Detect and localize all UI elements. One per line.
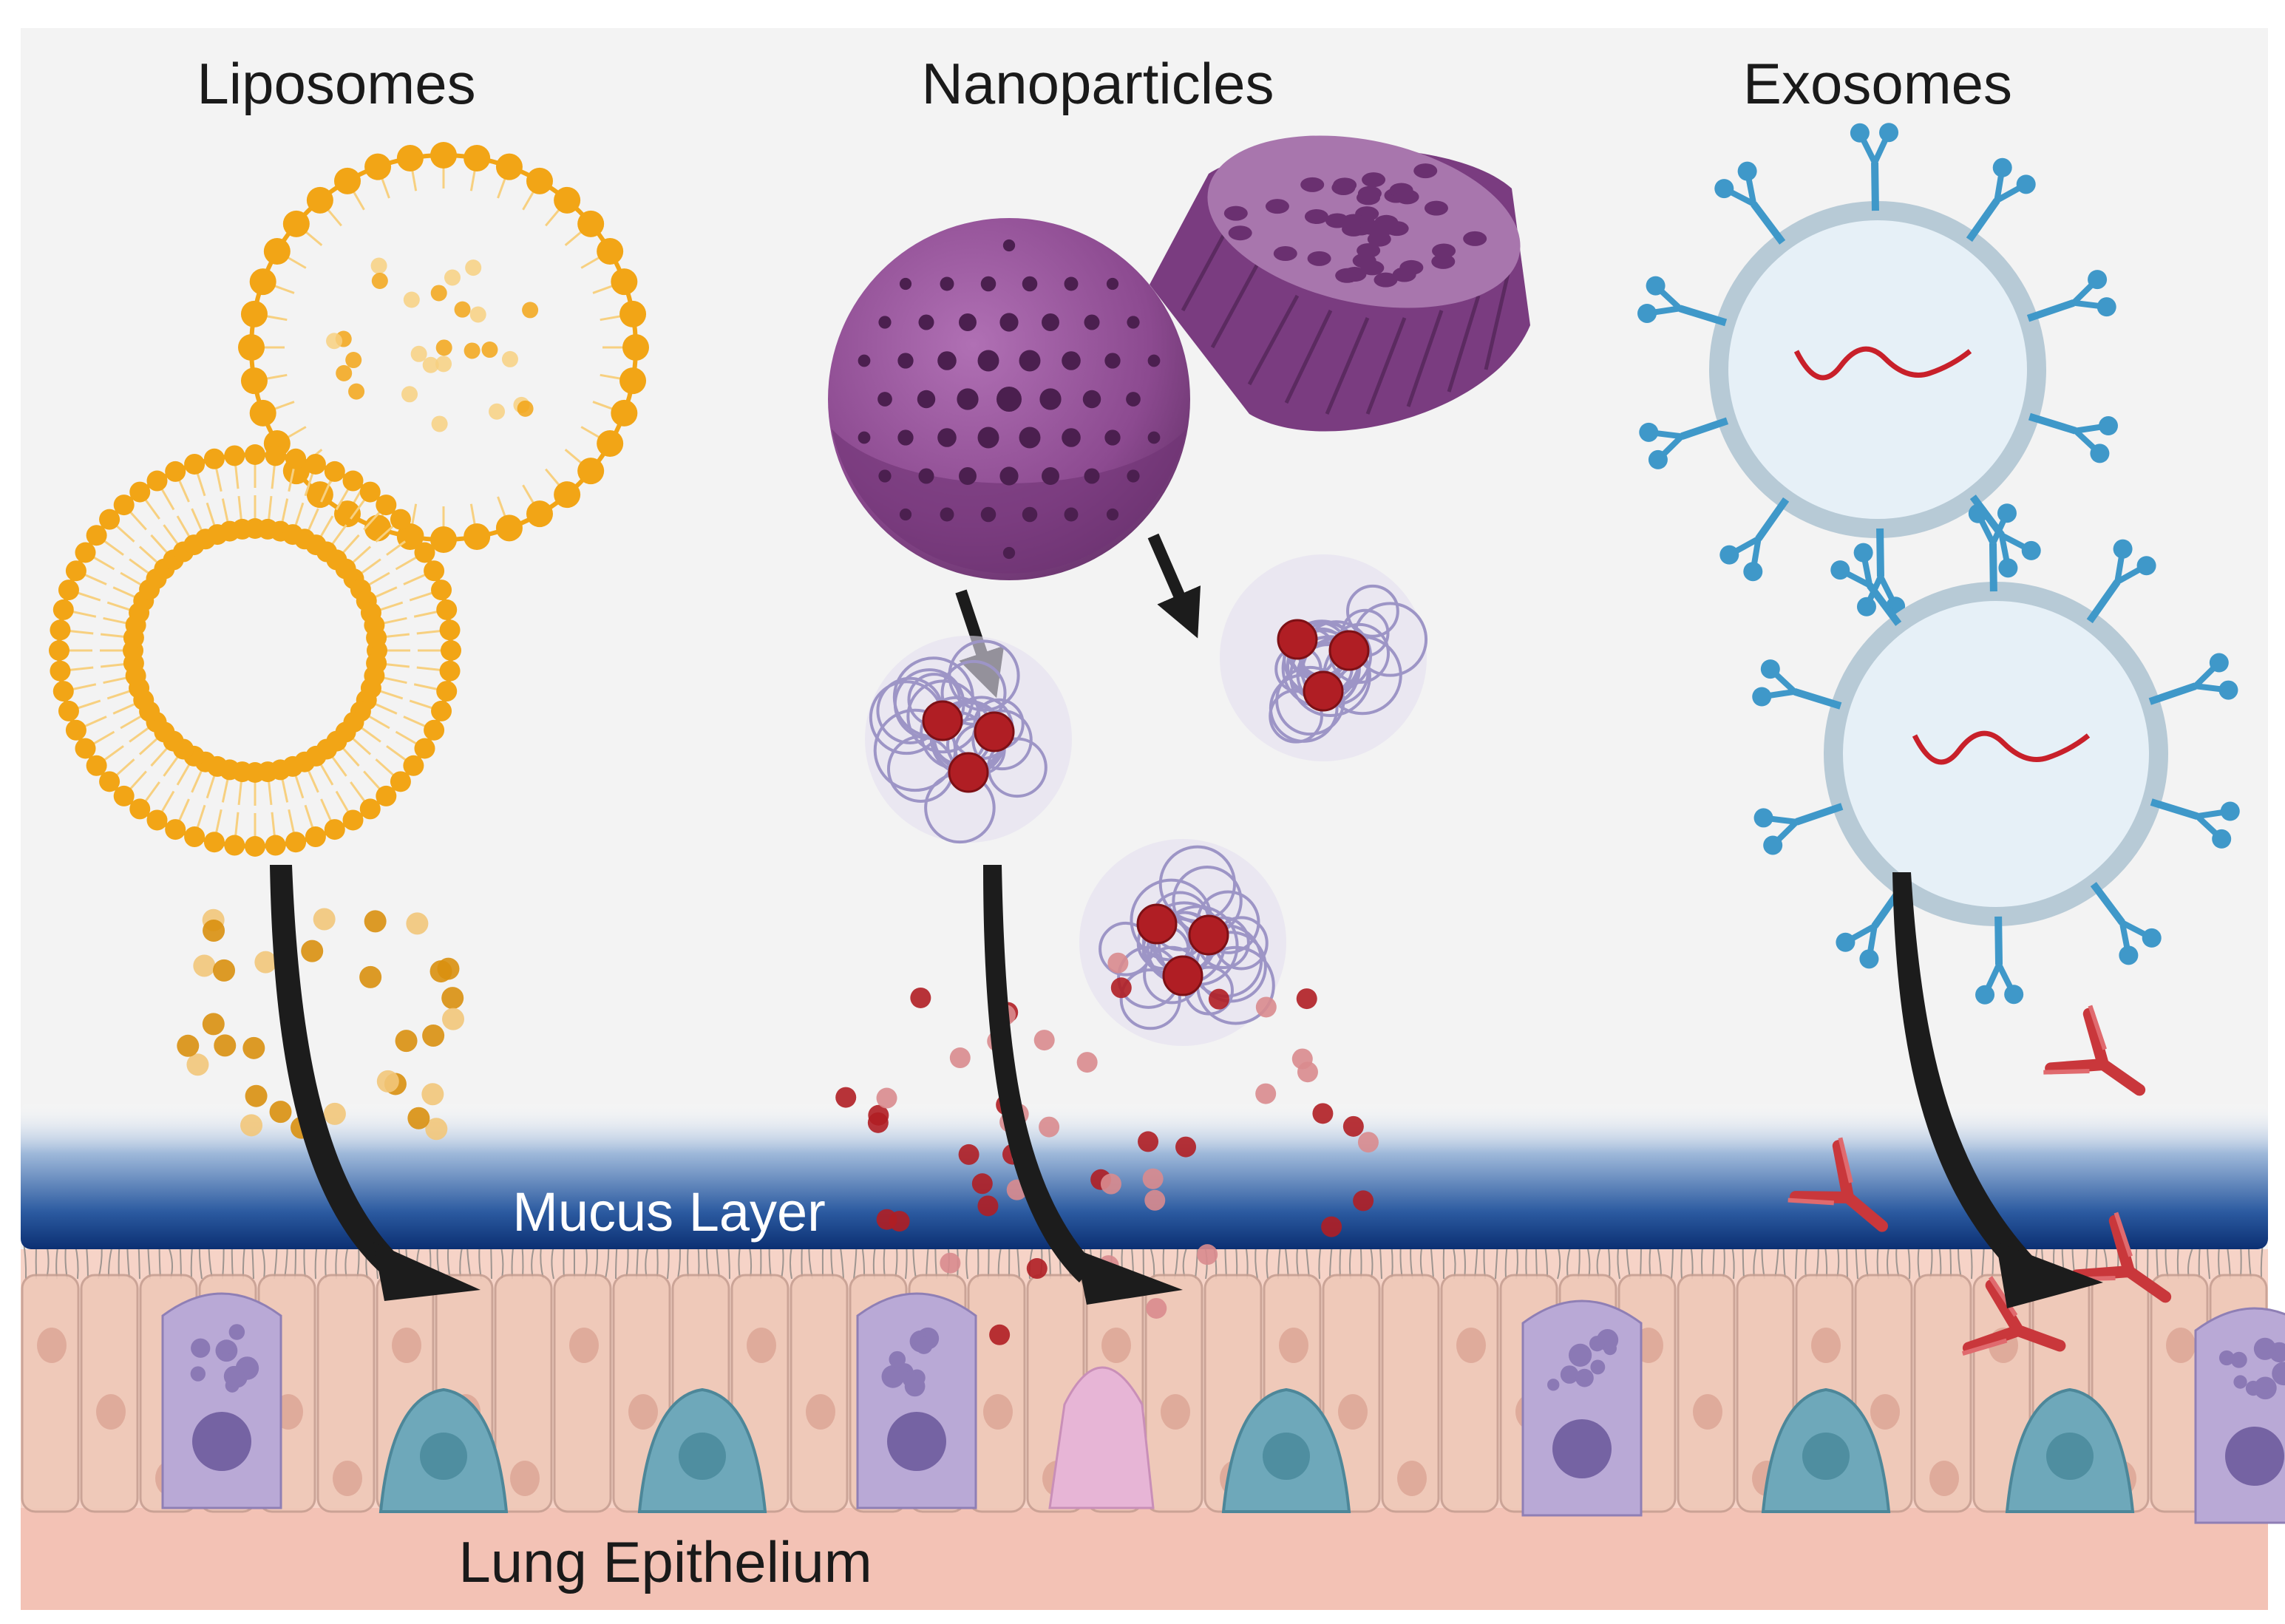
antibody-icon: [1787, 1005, 2172, 1356]
liposome-icon: [49, 142, 649, 857]
liposome-cargo-particles: [177, 908, 465, 1141]
exosomes-label: Exosomes: [1743, 51, 2012, 116]
exosome-icon: [1637, 123, 2240, 1005]
nanoparticles-label: Nanoparticles: [922, 51, 1274, 116]
porous-sphere-nanoparticle-icon: [828, 218, 1190, 580]
epithelial-cells: [21, 1274, 2285, 1524]
mucus-layer-label: Mucus Layer: [512, 1181, 826, 1243]
polymer-nanoparticle-icon: [865, 554, 1428, 1046]
liposomes-label: Liposomes: [197, 51, 475, 116]
delivery-arrows: [270, 865, 2103, 1308]
porous-cylinder-nanoparticle-icon: [1150, 135, 1530, 432]
lung-epithelium-label: Lung Epithelium: [458, 1529, 872, 1594]
